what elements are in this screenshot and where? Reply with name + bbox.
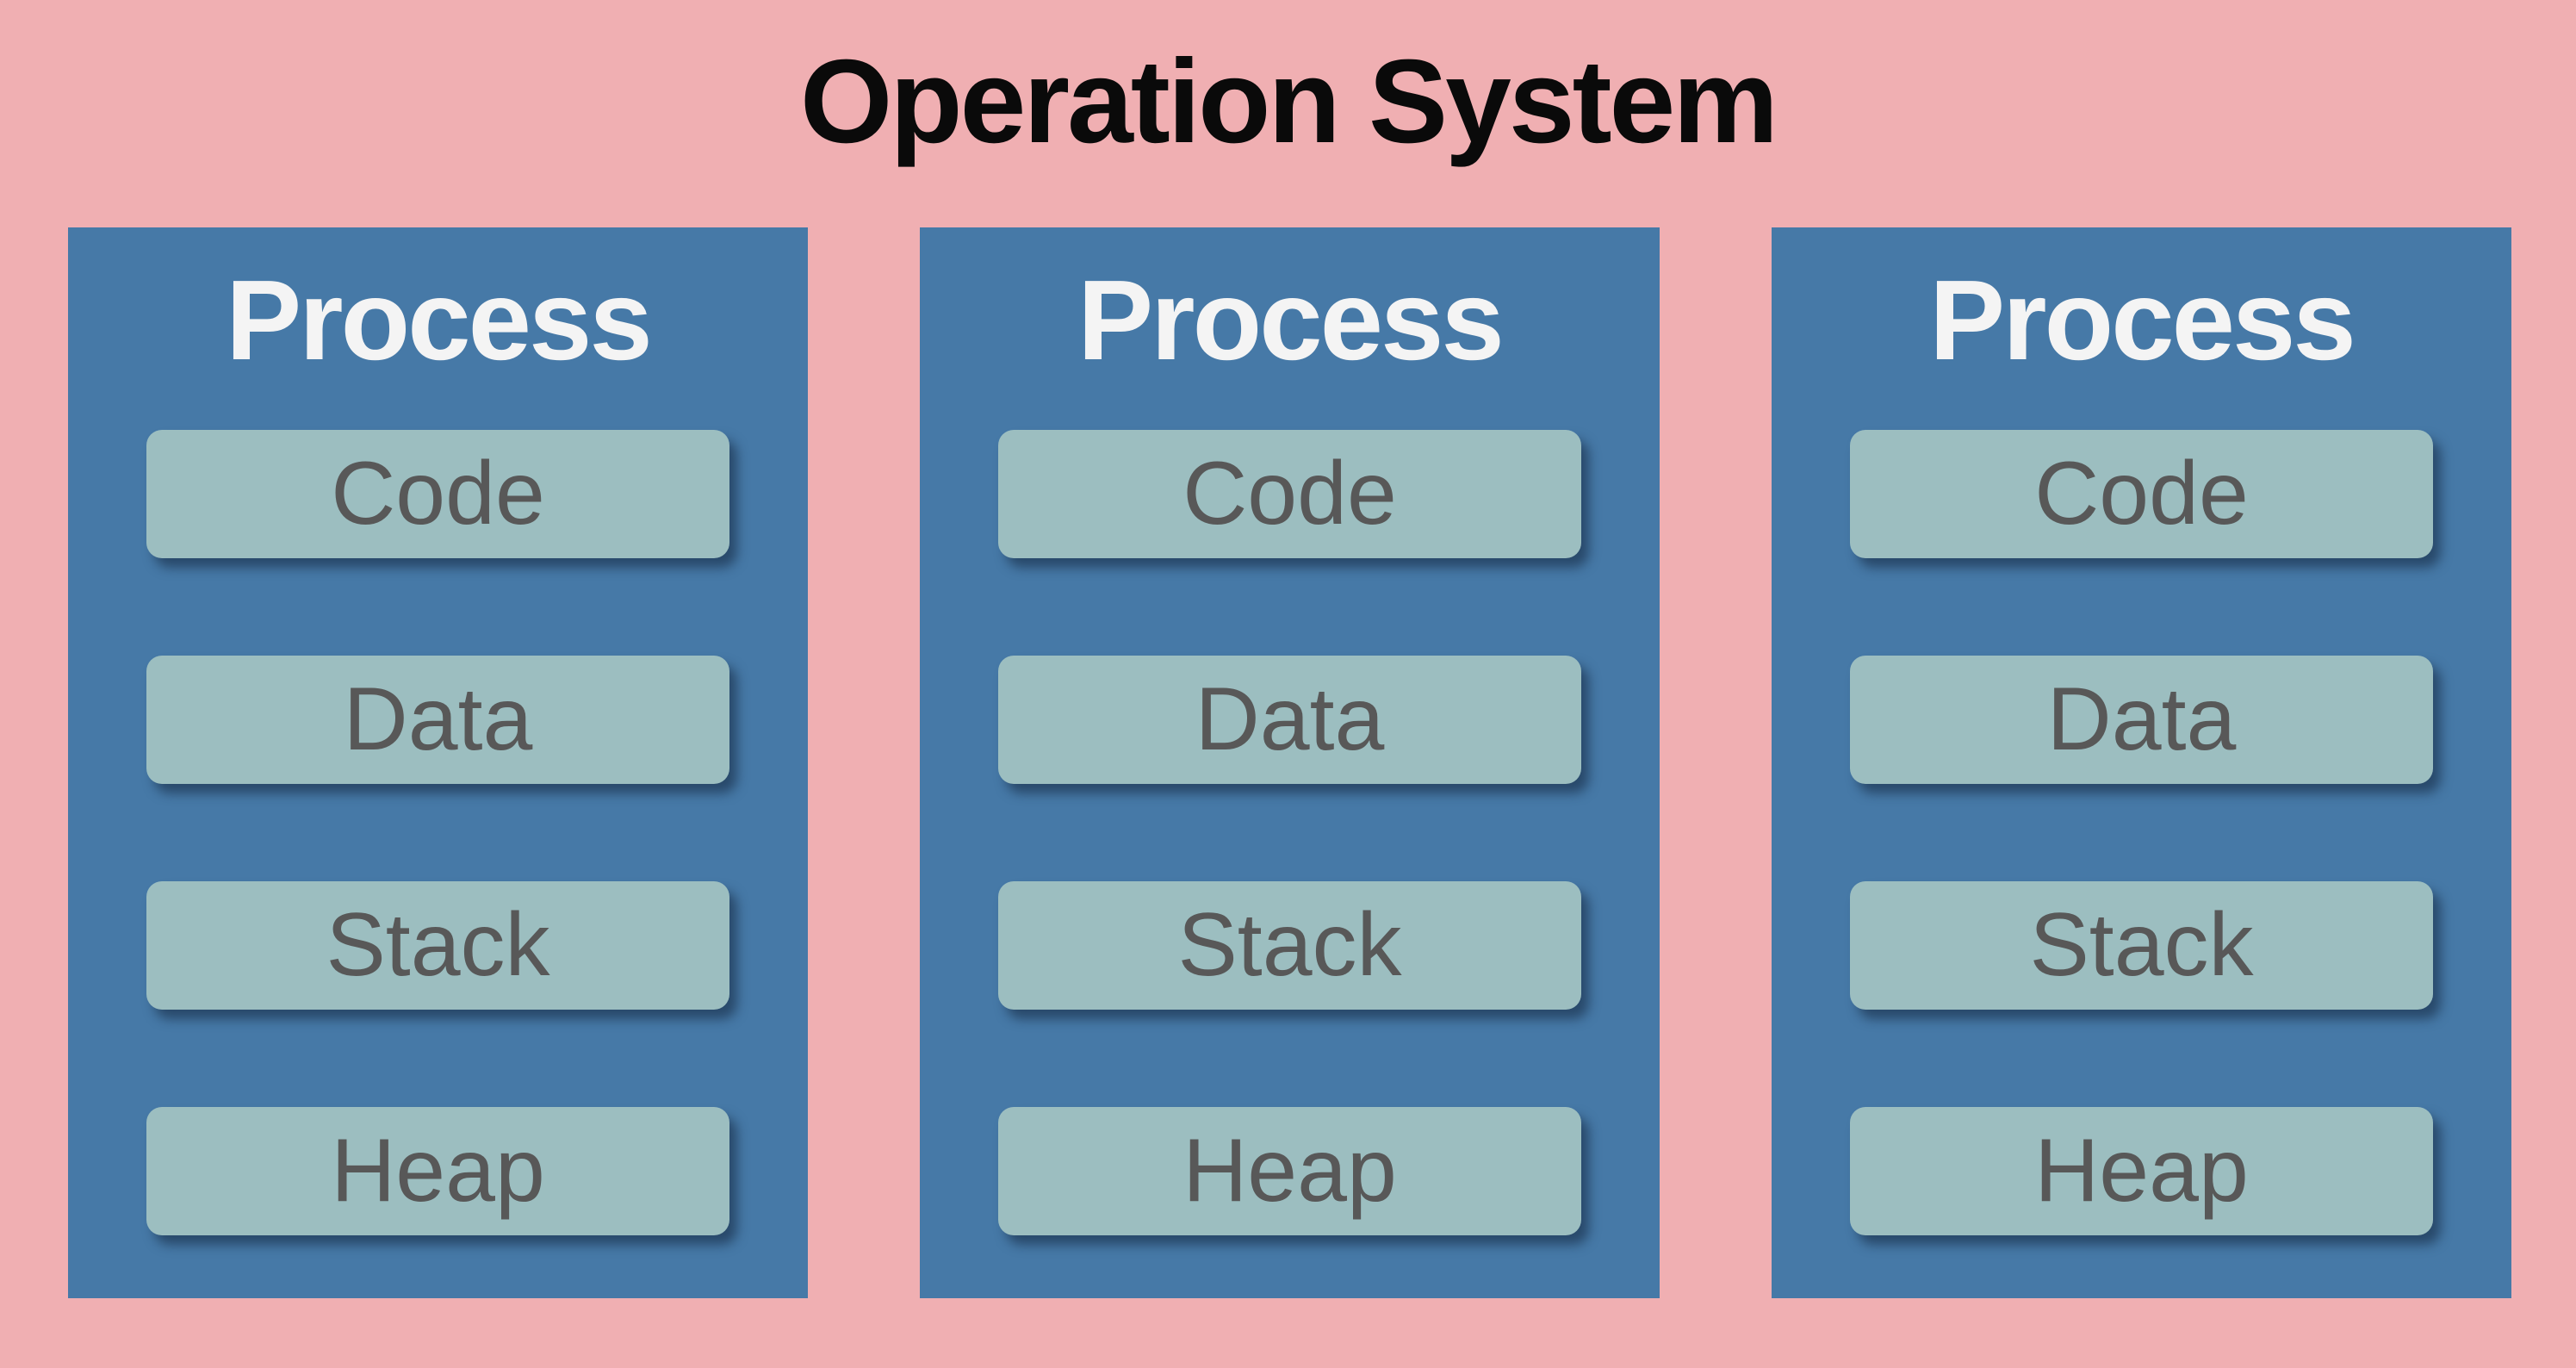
memory-blocks: Code Data Stack Heap — [920, 430, 1660, 1235]
memory-blocks: Code Data Stack Heap — [68, 430, 808, 1235]
memory-block-data: Data — [1850, 656, 2433, 784]
memory-block-heap: Heap — [1850, 1107, 2433, 1235]
process-box-2: Process Code Data Stack Heap — [920, 227, 1660, 1298]
memory-block-data: Data — [998, 656, 1581, 784]
memory-block-data: Data — [146, 656, 729, 784]
memory-block-stack: Stack — [998, 881, 1581, 1010]
memory-blocks: Code Data Stack Heap — [1772, 430, 2511, 1235]
memory-block-code: Code — [1850, 430, 2433, 558]
memory-block-stack: Stack — [146, 881, 729, 1010]
memory-block-code: Code — [146, 430, 729, 558]
process-box-title: Process — [1929, 257, 2356, 383]
memory-block-heap: Heap — [146, 1107, 729, 1235]
process-box-title: Process — [226, 257, 653, 383]
memory-block-stack: Stack — [1850, 881, 2433, 1010]
memory-block-code: Code — [998, 430, 1581, 558]
diagram-title: Operation System — [799, 35, 1778, 168]
memory-block-heap: Heap — [998, 1107, 1581, 1235]
process-box-1: Process Code Data Stack Heap — [68, 227, 808, 1298]
process-box-title: Process — [1077, 257, 1505, 383]
process-box-3: Process Code Data Stack Heap — [1772, 227, 2511, 1298]
process-row: Process Code Data Stack Heap Process Cod… — [68, 227, 2511, 1298]
